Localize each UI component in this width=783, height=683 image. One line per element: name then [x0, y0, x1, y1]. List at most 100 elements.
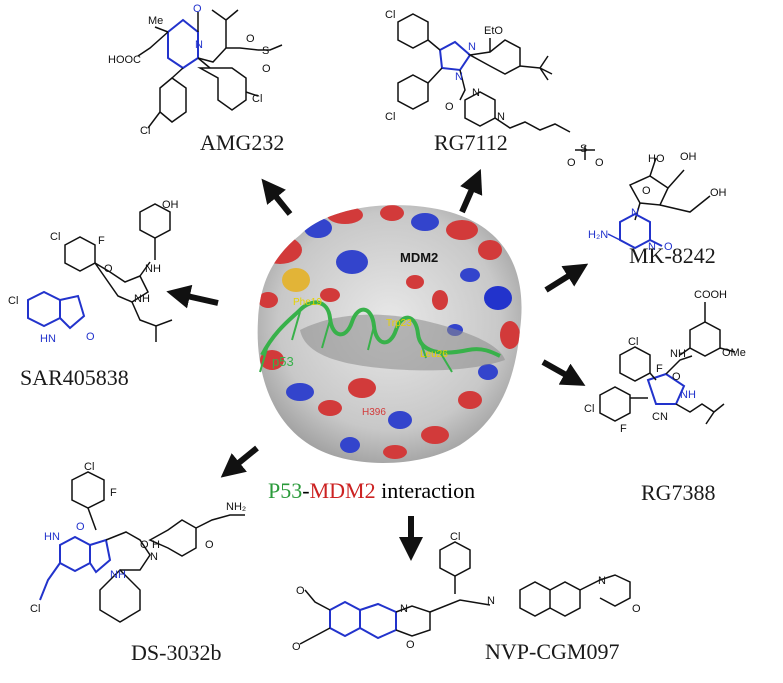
residue-label: Phe19: [293, 297, 322, 308]
atom-label: O: [595, 157, 604, 169]
arrow-to-rg7112: [459, 169, 483, 214]
peptide-label: p53: [272, 354, 294, 369]
atom-label: NH: [110, 569, 126, 581]
atom-label: N: [497, 111, 505, 123]
atom-label: Cl: [628, 336, 638, 348]
atom-label: N: [598, 575, 606, 587]
atom-label: Cl: [50, 231, 60, 243]
atom-label: N: [195, 39, 203, 51]
atom-label: N: [150, 551, 158, 563]
atom-label: O: [76, 521, 85, 533]
arrow-to-ds3032b: [220, 445, 259, 478]
structure-nvp: [299, 541, 631, 645]
atom-label: O: [567, 157, 576, 169]
atom-label: Cl: [252, 93, 262, 105]
caption-mdm2: MDM2: [309, 478, 376, 503]
structure-rg7112: [397, 13, 595, 160]
atom-label: H: [152, 539, 160, 551]
atom-label: HO: [648, 153, 665, 165]
atom-label: OH: [162, 199, 179, 211]
atom-label: N: [400, 603, 408, 615]
atom-label: Cl: [140, 125, 150, 137]
atom-label: O: [262, 63, 271, 75]
caption-p53: P53: [268, 478, 303, 503]
atom-label: HN: [40, 333, 56, 345]
structure-sar405838: [27, 203, 173, 342]
arrow-to-mk8242: [544, 263, 589, 293]
arrows: [166, 169, 589, 561]
compound-name-ds3032b: DS-3032b: [131, 640, 222, 665]
atom-label: O: [292, 641, 301, 653]
mdm2-surface: [257, 205, 522, 464]
atom-label: NH: [134, 293, 150, 305]
atom-label: OH: [680, 151, 697, 163]
atom-label: COOH: [694, 289, 727, 301]
atom-label: O: [104, 263, 113, 275]
arrow-to-amg232: [261, 178, 293, 216]
atom-label: Cl: [584, 403, 594, 415]
atom-label: F: [98, 235, 105, 247]
atom-label: Cl: [385, 111, 395, 123]
compound-name-mk8242: MK-8242: [629, 243, 716, 268]
atom-label: N: [631, 207, 639, 219]
atom-label: F: [656, 363, 663, 375]
arrow-to-rg7388: [541, 359, 586, 386]
atom-label: S: [262, 45, 269, 57]
structure-amg232: [137, 9, 283, 129]
atom-label: Cl: [30, 603, 40, 615]
atom-label: H₂N: [588, 229, 608, 241]
atom-label: NH₂: [226, 501, 246, 513]
caption-interaction: interaction: [375, 478, 476, 503]
compound-name-rg7112: RG7112: [434, 130, 508, 155]
atom-label: F: [110, 487, 117, 499]
interaction-caption: P53-MDM2 interaction: [268, 478, 475, 504]
atom-label: CN: [652, 411, 668, 423]
atom-label: NH: [670, 348, 686, 360]
atom-label: O: [296, 585, 305, 597]
atom-label: O: [672, 371, 681, 383]
atom-label: OMe: [722, 347, 746, 359]
atom-label: O: [445, 101, 454, 113]
atom-label: O: [205, 539, 214, 551]
atom-label: N: [468, 41, 476, 53]
arrow-to-sar405838: [166, 284, 219, 309]
site-residue-label: H396: [362, 407, 386, 418]
atom-label: S: [580, 143, 587, 155]
atom-label: Me: [148, 15, 163, 27]
atom-label: Cl: [84, 461, 94, 473]
atom-label: O: [664, 241, 673, 253]
atom-label: EtO: [484, 25, 503, 37]
atom-label: O: [246, 33, 255, 45]
atom-label: Cl: [8, 295, 18, 307]
atom-label: O: [86, 331, 95, 343]
residue-label: Trp23: [386, 318, 412, 329]
atom-label: Cl: [450, 531, 460, 543]
atom-label: N: [455, 71, 463, 83]
caption-separator: -: [302, 478, 310, 503]
compound-name-amg232: AMG232: [200, 130, 285, 155]
atom-label: NH: [680, 389, 696, 401]
compound-name-rg7388: RG7388: [641, 480, 716, 505]
structure-mk8242: [607, 157, 711, 250]
residue-label: Leu26: [420, 349, 448, 360]
compound-name-sar405838: SAR405838: [20, 365, 129, 390]
atom-label: N: [487, 595, 495, 607]
structure-ds3032b: [39, 471, 245, 623]
atom-label: N: [472, 87, 480, 99]
atom-label: O: [642, 185, 651, 197]
atom-label: Cl: [385, 9, 395, 21]
atom-label: O: [632, 603, 641, 615]
atom-label: O: [140, 539, 149, 551]
atom-label: O: [193, 3, 202, 15]
atom-label: O: [406, 639, 415, 651]
atom-label: OH: [710, 187, 727, 199]
atom-label: HN: [44, 531, 60, 543]
atom-label: HOOC: [108, 54, 141, 66]
protein-label: MDM2: [400, 250, 438, 265]
compound-name-nvp-cgm097: NVP-CGM097: [485, 639, 620, 664]
atom-label: NH: [145, 263, 161, 275]
atom-label: F: [620, 423, 627, 435]
atom-label: N: [648, 241, 656, 253]
structure-rg7388: [599, 302, 736, 425]
